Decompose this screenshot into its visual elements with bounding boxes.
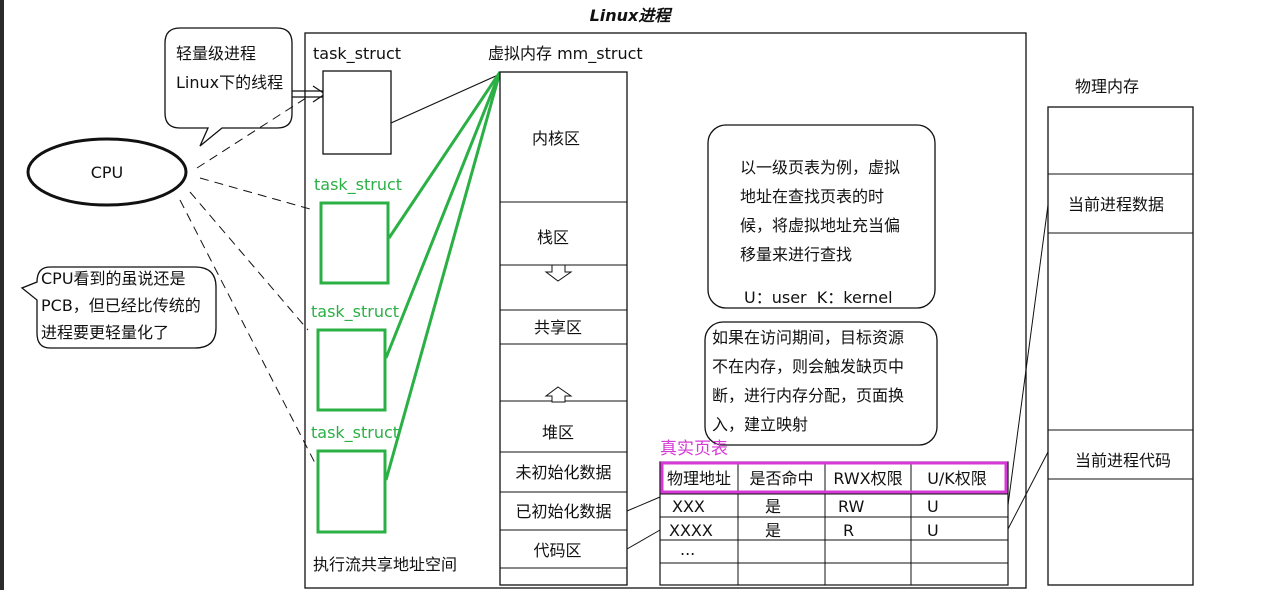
note-page-table-line-4: 移量来进行查找 bbox=[740, 245, 853, 264]
page-table-cell-r0-c3: U bbox=[927, 497, 939, 516]
page-table-cell-r1-c2: R bbox=[843, 521, 855, 540]
physical-memory-data-segment: 当前进程数据 bbox=[1067, 195, 1164, 214]
vm-region-heap: 堆区 bbox=[541, 423, 574, 442]
callout-lightweight-line-2: Linux下的线程 bbox=[176, 73, 284, 92]
cpu-dash-line-4 bbox=[179, 199, 317, 466]
page-title: Linux进程 bbox=[589, 6, 671, 25]
page-table-cell-r0-c0: XXX bbox=[672, 497, 705, 516]
stack-down-arrow-icon bbox=[544, 264, 573, 282]
physical-memory-column bbox=[1047, 106, 1194, 586]
note-page-table-text: 以一级页表为例，虚拟 地址在查找页表的时 候，将虚拟地址充当偏 移量来进行查找 bbox=[740, 153, 900, 269]
link-code-to-page-table bbox=[626, 529, 661, 550]
callout-pcb-text: CPU看到的虽说还是 PCB，但已经比传统的 进程要更轻量化了 bbox=[41, 265, 201, 346]
task-struct-box-thread-1 bbox=[319, 201, 390, 285]
cpu-dash-line-3 bbox=[189, 191, 309, 331]
note-page-table-line-1: 以一级页表为例，虚拟 bbox=[740, 158, 901, 177]
vm-region-kernel: 内核区 bbox=[531, 129, 580, 148]
mm-pointer-thread-2 bbox=[384, 71, 502, 359]
callout-lightweight-bubble bbox=[164, 27, 293, 147]
physical-memory-code-segment: 当前进程代码 bbox=[1074, 451, 1171, 470]
window-edge bbox=[0, 0, 4, 590]
task-struct-label-main: task_struct bbox=[313, 44, 402, 63]
page-table-header-uk: U/K权限 bbox=[927, 469, 987, 488]
cpu-dash-line-1 bbox=[196, 97, 307, 169]
virtual-memory-column bbox=[499, 71, 628, 586]
page-table-header-highlight bbox=[660, 461, 1008, 494]
task-struct-label-thread-3: task_struct bbox=[311, 423, 400, 442]
task-struct-box-thread-3 bbox=[316, 449, 387, 534]
page-table-cell-r2-c0: ... bbox=[680, 540, 696, 559]
callout-pcb-line-2: PCB，但已经比传统的 bbox=[41, 296, 201, 315]
heap-up-arrow-icon bbox=[544, 386, 573, 403]
cpu-node bbox=[26, 137, 188, 207]
callout-lightweight-line-1: 轻量级进程 bbox=[176, 44, 257, 63]
note-page-table-legend: U：user K：kernel bbox=[744, 288, 893, 307]
task-struct-label-thread-2: task_struct bbox=[311, 302, 400, 321]
link-page-table-to-code bbox=[1007, 451, 1049, 530]
note-page-fault-line-3: 断，进行内存分配，页面换 bbox=[712, 386, 905, 405]
note-page-table-box bbox=[707, 124, 936, 309]
vm-region-bss: 未初始化数据 bbox=[515, 463, 612, 482]
note-page-fault-text: 如果在访问期间，目标资源 不在内存，则会触发缺页中 断，进行内存分配，页面换 入… bbox=[712, 323, 904, 439]
task-struct-box-main bbox=[322, 70, 392, 155]
page-table-header-physical: 物理地址 bbox=[666, 469, 731, 488]
page-table-cell-r1-c1: 是 bbox=[764, 521, 781, 540]
note-page-fault-line-2: 不在内存，则会触发缺页中 bbox=[712, 357, 905, 376]
shared-address-space-caption: 执行流共享地址空间 bbox=[313, 555, 458, 574]
page-table-title: 真实页表 bbox=[660, 439, 728, 459]
note-page-table-line-2: 地址在查找页表的时 bbox=[740, 187, 885, 206]
page-table-header-rwx: RWX权限 bbox=[833, 469, 903, 488]
page-table-cell-r1-c0: XXXX bbox=[669, 521, 713, 540]
vm-region-data: 已初始化数据 bbox=[515, 502, 612, 521]
cpu-dash-line-2 bbox=[199, 177, 311, 210]
page-table-cell-r0-c1: 是 bbox=[764, 497, 781, 516]
physical-memory-title: 物理内存 bbox=[1075, 77, 1140, 96]
callout-pcb-bubble bbox=[20, 266, 217, 349]
task-struct-box-thread-2 bbox=[316, 328, 387, 412]
link-data-to-page-table bbox=[626, 496, 661, 512]
vm-region-stack: 栈区 bbox=[536, 228, 569, 247]
task-struct-label-thread-1: task_struct bbox=[314, 175, 403, 194]
note-page-fault-line-4: 入，建立映射 bbox=[712, 415, 809, 434]
cpu-label: CPU bbox=[90, 163, 124, 182]
page-table-cell-r0-c2: RW bbox=[838, 497, 865, 516]
callout-pcb-line-3: 进程要更轻量化了 bbox=[41, 323, 170, 342]
link-page-table-to-data bbox=[1007, 204, 1049, 506]
vm-region-code: 代码区 bbox=[533, 541, 582, 560]
page-table-cell-r1-c3: U bbox=[927, 521, 939, 540]
vm-region-shared: 共享区 bbox=[533, 318, 582, 337]
process-space-box bbox=[304, 32, 1027, 589]
mm-pointer-thread-3 bbox=[384, 71, 502, 481]
note-page-fault-line-1: 如果在访问期间，目标资源 bbox=[712, 328, 905, 347]
note-page-table-line-3: 候，将虚拟地址充当偏 bbox=[740, 216, 901, 235]
callout-pcb-line-1: CPU看到的虽说还是 bbox=[41, 269, 186, 288]
mm-pointer-main bbox=[390, 74, 499, 124]
virtual-memory-title: 虚拟内存 mm_struct bbox=[488, 44, 643, 63]
mm-pointer-thread-1 bbox=[387, 71, 502, 239]
note-page-fault-box bbox=[704, 321, 938, 446]
callout-lightweight-text: 轻量级进程 Linux下的线程 bbox=[176, 39, 283, 97]
page-table-header-hit: 是否命中 bbox=[749, 469, 814, 488]
